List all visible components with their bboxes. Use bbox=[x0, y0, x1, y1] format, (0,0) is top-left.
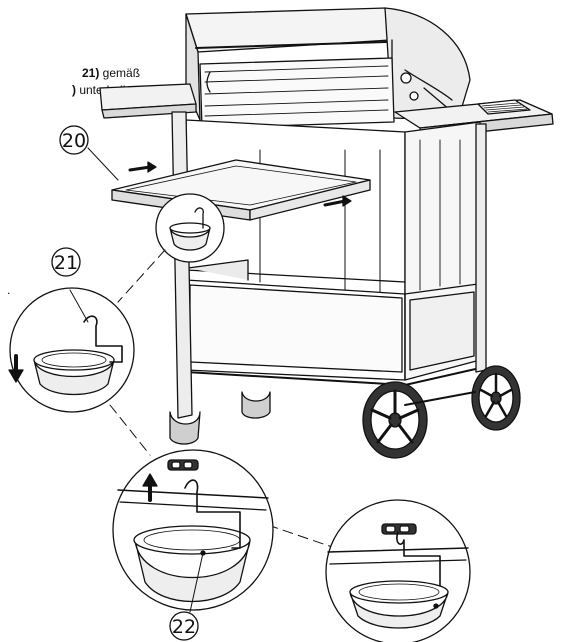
instruction-line-1: 21) gemäß bbox=[82, 66, 141, 80]
wheel-rear bbox=[471, 365, 521, 431]
callout-22: 22 bbox=[169, 611, 199, 641]
callout-22-label: 22 bbox=[172, 616, 196, 638]
left-side-shelf bbox=[99, 83, 197, 119]
detail-circle-hook bbox=[8, 287, 135, 413]
detail-circle-bowl bbox=[112, 449, 274, 613]
grill-hood bbox=[185, 7, 471, 129]
callout-21-label: 21 bbox=[54, 252, 78, 274]
instruction-fragment: . bbox=[7, 283, 11, 297]
detail-circle-small bbox=[155, 193, 225, 263]
detail-circle-mounted bbox=[325, 499, 471, 642]
callout-20: 20 bbox=[59, 125, 89, 155]
callout-21: 21 bbox=[51, 247, 81, 277]
cabinet-frame bbox=[185, 119, 481, 386]
callout-20-label: 20 bbox=[62, 130, 86, 152]
wheel-front bbox=[362, 381, 428, 459]
